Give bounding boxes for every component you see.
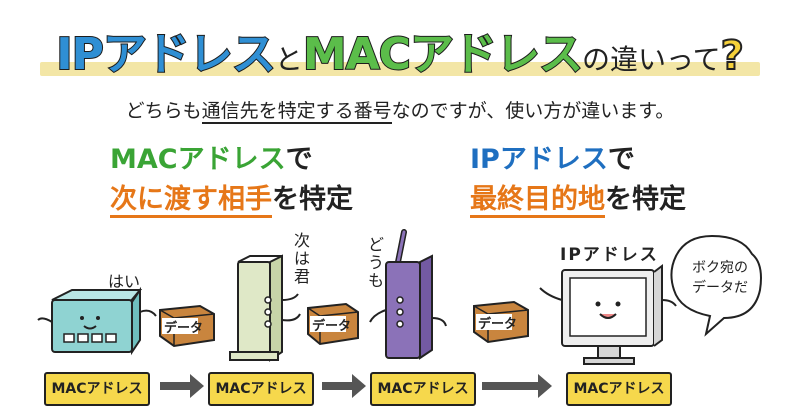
pc-ip-label: IPアドレス bbox=[560, 245, 659, 265]
title-rest: の違いって bbox=[581, 43, 721, 76]
speech-bubble bbox=[670, 234, 762, 337]
mac-label-1: MACアドレス bbox=[44, 372, 150, 406]
title-area: IPアドレスとMACアドレスの違いって? bbox=[0, 10, 800, 81]
router-1 bbox=[229, 254, 301, 362]
mac-heading: MACアドレス bbox=[110, 144, 286, 175]
bubble-text: ボク宛の データだ bbox=[692, 260, 748, 296]
title-question-mark: ? bbox=[720, 32, 745, 80]
data-packet-3 bbox=[473, 300, 529, 344]
ip-heading-suffix: で bbox=[607, 144, 635, 175]
router-2 bbox=[369, 229, 447, 360]
subtitle-underlined: 通信先を特定する番号 bbox=[201, 100, 392, 124]
mac-target: 次に渡す相手 bbox=[110, 184, 272, 218]
data-packet-1 bbox=[159, 304, 215, 348]
title-ip: IPアドレス bbox=[55, 28, 277, 81]
mac-heading-suffix: で bbox=[285, 144, 313, 175]
router2-speech: ど う も bbox=[368, 235, 385, 290]
hub-speech: はい bbox=[108, 272, 141, 291]
subtitle-pre: どちらも bbox=[125, 100, 202, 122]
switch-hub bbox=[37, 286, 157, 356]
mac-label-2: MACアドレス bbox=[208, 372, 314, 406]
mac-explanation: MACアドレスで 次に渡す相手を特定 bbox=[110, 140, 353, 220]
packet-label-2: データ bbox=[312, 319, 352, 334]
router1-speech: 次 は 君 bbox=[294, 231, 311, 286]
ip-explanation: IPアドレスで 最終目的地を特定 bbox=[470, 140, 686, 220]
mac-label-3: MACアドレス bbox=[370, 372, 476, 406]
mac-label-4: MACアドレス bbox=[566, 372, 672, 406]
title-underline-bar bbox=[40, 62, 760, 76]
page-title: IPアドレスとMACアドレスの違いって? bbox=[0, 18, 800, 82]
data-packet-2 bbox=[307, 302, 359, 346]
packet-label-3: データ bbox=[478, 317, 518, 332]
title-mac: MACアドレス bbox=[302, 28, 584, 81]
title-and: と bbox=[274, 43, 303, 76]
ip-target: 最終目的地 bbox=[470, 184, 605, 218]
mac-target-suffix: を特定 bbox=[272, 184, 353, 215]
packet-label-1: データ bbox=[164, 321, 204, 336]
subtitle-post: なのですが、使い方が違います。 bbox=[391, 100, 675, 122]
flow-arrows bbox=[160, 374, 552, 398]
ip-target-suffix: を特定 bbox=[605, 184, 686, 215]
subtitle: どちらも通信先を特定する番号なのですが、使い方が違います。 bbox=[0, 96, 800, 124]
pc-monitor bbox=[539, 264, 677, 365]
ip-heading: IPアドレス bbox=[470, 144, 608, 175]
